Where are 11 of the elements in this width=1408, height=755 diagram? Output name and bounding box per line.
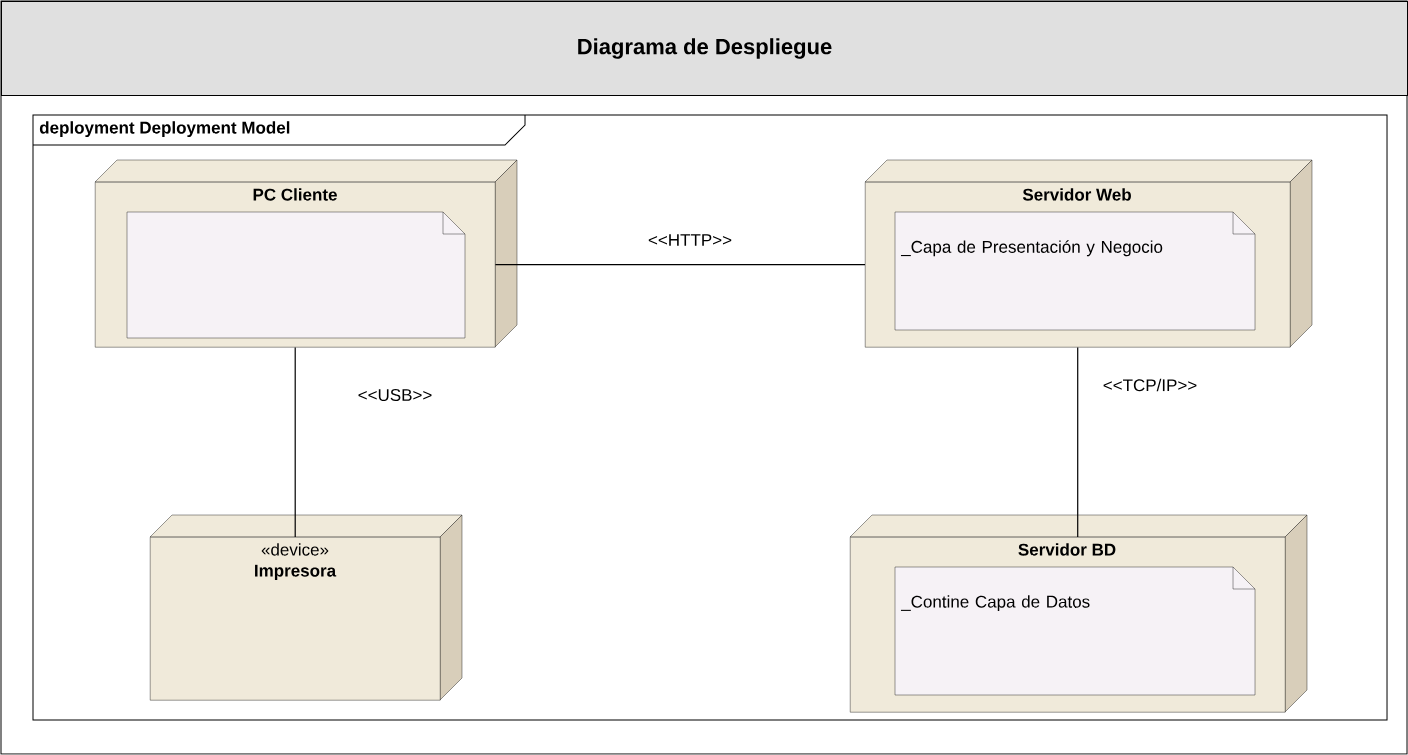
note: _Contine Capa de Datos (894, 566, 1256, 696)
note: _Capa de Presentación y Negocio (894, 211, 1256, 331)
note (126, 211, 466, 339)
title-band: Diagrama de Despliegue (1, 1, 1408, 96)
edge-label: <<TCP/IP>> (1100, 376, 1200, 394)
connector-line (294, 346, 296, 538)
node-box: «device» Impresora (149, 514, 463, 701)
edge-label: <<HTTP>> (645, 232, 735, 248)
connector-line (494, 264, 866, 266)
connector-line (1077, 346, 1079, 538)
edge-label: <<USB>> (355, 387, 435, 403)
